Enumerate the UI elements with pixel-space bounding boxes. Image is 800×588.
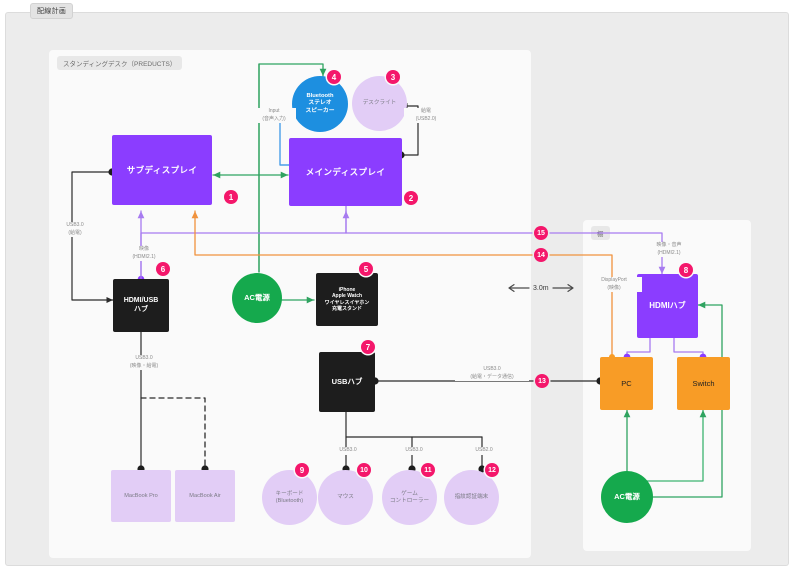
node-label: ゲームコントローラー xyxy=(389,490,430,504)
badge-7[interactable]: 7 xyxy=(361,340,375,354)
badge-8[interactable]: 8 xyxy=(679,263,693,277)
node-label: MacBook Pro xyxy=(124,492,158,499)
arrow-right-icon xyxy=(551,284,574,292)
badge-4[interactable]: 4 xyxy=(327,70,341,84)
node-game-controller[interactable]: ゲームコントローラー xyxy=(382,470,437,525)
node-desk-light[interactable]: デスクライト xyxy=(352,76,407,131)
cable-label-desk-light-charge: 給電(USB2.0) xyxy=(404,108,448,123)
document-title: 配線計画 xyxy=(30,3,74,19)
node-label: Switch xyxy=(692,378,715,388)
node-macbook-pro[interactable]: MacBook Pro xyxy=(111,470,171,522)
node-label: マウス xyxy=(337,494,354,500)
badge-13[interactable]: 13 xyxy=(535,374,549,388)
node-macbook-air[interactable]: MacBook Air xyxy=(175,470,235,522)
node-label: AC電源 xyxy=(244,293,270,303)
cable-label-video-audio-hdmi: 映像・音声(HDMI2.1) xyxy=(637,242,701,257)
node-label: AC電源 xyxy=(614,492,640,502)
node-switch[interactable]: Switch xyxy=(677,357,730,410)
cable-label-usb3-mouse: USB3.0 xyxy=(330,447,366,455)
cable-label-usb3-power: USB3.0(給電) xyxy=(52,222,98,237)
node-label: メインディスプレイ xyxy=(305,166,386,177)
node-ac-power-desk[interactable]: AC電源 xyxy=(232,273,282,323)
badge-9[interactable]: 9 xyxy=(295,463,309,477)
node-label: HDMIハブ xyxy=(649,301,686,310)
badge-11[interactable]: 11 xyxy=(421,463,435,477)
node-hdmi-hub[interactable]: HDMIハブ xyxy=(637,274,698,338)
node-label: デスクライト xyxy=(362,100,397,106)
group-label-shelf: 棚 xyxy=(591,226,610,240)
node-label: MacBook Air xyxy=(189,492,221,499)
group-label-standing-desk: スタンディングデスク（PREDUCTS） xyxy=(57,56,183,70)
node-label: USBハブ xyxy=(331,377,363,387)
cable-label-video-hdmi21: 映像(HDMI2.1) xyxy=(121,246,167,261)
node-label: サブディスプレイ xyxy=(126,164,198,175)
node-fingerprint-reader[interactable]: 指紋認証端末 xyxy=(444,470,499,525)
distance-value: 3.0m xyxy=(533,284,549,292)
node-usb-hub[interactable]: USBハブ xyxy=(319,352,375,412)
cable-label-input-audio: Input(音声入力) xyxy=(252,108,296,123)
node-sub-display[interactable]: サブディスプレイ xyxy=(112,135,212,205)
arrow-left-icon xyxy=(508,284,530,292)
badge-12[interactable]: 12 xyxy=(485,463,499,477)
node-ac-power-shelf[interactable]: AC電源 xyxy=(601,471,653,523)
cable-label-usb3-data: USB3.0(給電・データ通信) xyxy=(455,366,529,381)
badge-2[interactable]: 2 xyxy=(404,191,418,205)
badge-5[interactable]: 5 xyxy=(359,262,373,276)
badge-10[interactable]: 10 xyxy=(357,463,371,477)
badge-3[interactable]: 3 xyxy=(386,70,400,84)
badge-6[interactable]: 6 xyxy=(156,262,170,276)
cable-label-displayport: DisplayPort(映像) xyxy=(586,277,642,292)
node-label: PC xyxy=(621,378,632,388)
badge-14[interactable]: 14 xyxy=(534,248,548,262)
node-mouse[interactable]: マウス xyxy=(318,470,373,525)
distance-ruler: 3.0m xyxy=(508,283,574,293)
node-pc[interactable]: PC xyxy=(600,357,653,410)
badge-15[interactable]: 15 xyxy=(534,226,548,240)
node-keyboard[interactable]: キーボード(Bluetooth) xyxy=(262,470,317,525)
cable-label-usb3-video-power: USB3.0(映像・給電) xyxy=(119,355,169,370)
node-main-display[interactable]: メインディスプレイ xyxy=(289,138,402,206)
badge-1[interactable]: 1 xyxy=(224,190,238,204)
cable-label-usb3-controller: USB3.0 xyxy=(396,447,432,455)
node-label: 指紋認証端末 xyxy=(454,494,489,500)
cable-label-usb2-fingerprint: USB2.0 xyxy=(466,447,502,455)
node-label: キーボード(Bluetooth) xyxy=(275,490,304,504)
